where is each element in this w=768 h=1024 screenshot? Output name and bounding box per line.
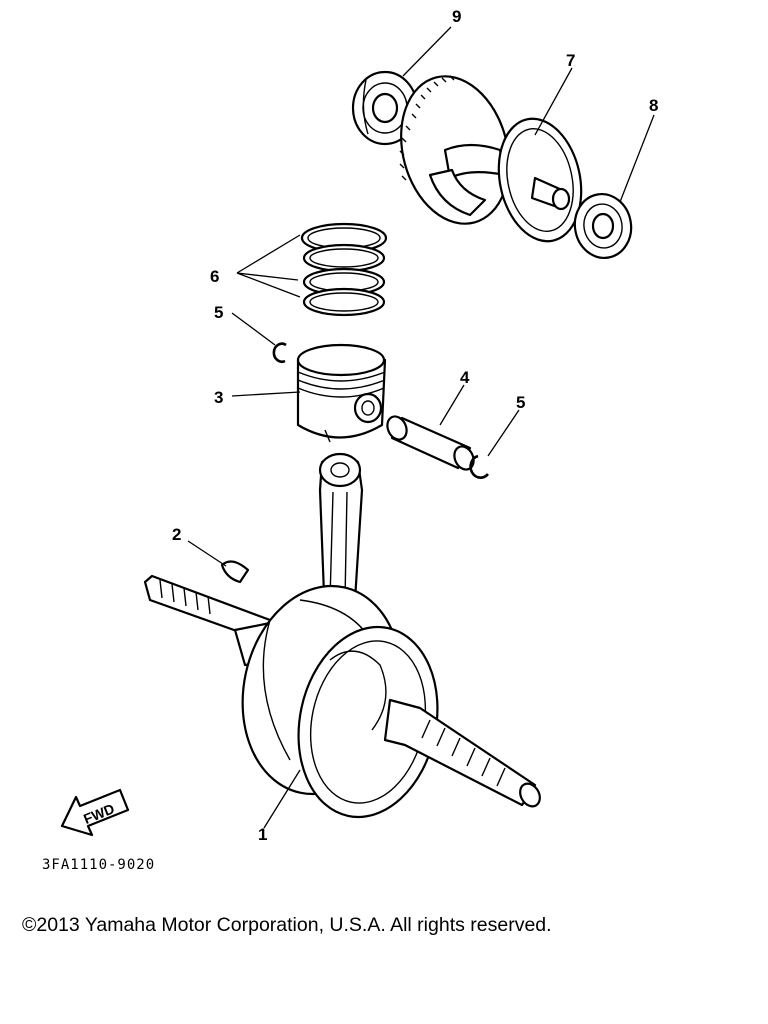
circlip-part-5-left	[272, 342, 287, 363]
leader-lines	[187, 26, 655, 829]
callout-5-left: 5	[214, 303, 223, 322]
copyright-notice: ©2013 Yamaha Motor Corporation, U.S.A. A…	[22, 914, 552, 936]
piston-part-3	[296, 343, 387, 443]
callout-9: 9	[452, 7, 461, 26]
callout-2: 2	[172, 525, 181, 544]
fwd-arrow-icon: FWD	[60, 788, 130, 837]
woodruff-key-part-2	[220, 560, 250, 584]
callout-4: 4	[460, 368, 470, 387]
piston-pin-part-4	[386, 415, 475, 471]
circlip-part-5-right	[469, 454, 490, 479]
callout-1: 1	[258, 825, 267, 844]
crankshaft-part-1	[143, 452, 541, 819]
balancer-gear-part-7	[399, 75, 583, 243]
piston-rings-part-6	[300, 222, 388, 317]
callout-3: 3	[214, 388, 223, 407]
callout-6: 6	[210, 267, 219, 286]
figure-code: 3FA1110-9020	[42, 857, 156, 873]
bearing-part-8	[573, 193, 633, 259]
callout-8: 8	[649, 96, 658, 115]
callout-5-right: 5	[516, 393, 525, 412]
callout-7: 7	[566, 51, 575, 70]
exploded-parts-diagram: FWD 9 7 8 6 5 3 4 5 2 1	[60, 7, 658, 844]
